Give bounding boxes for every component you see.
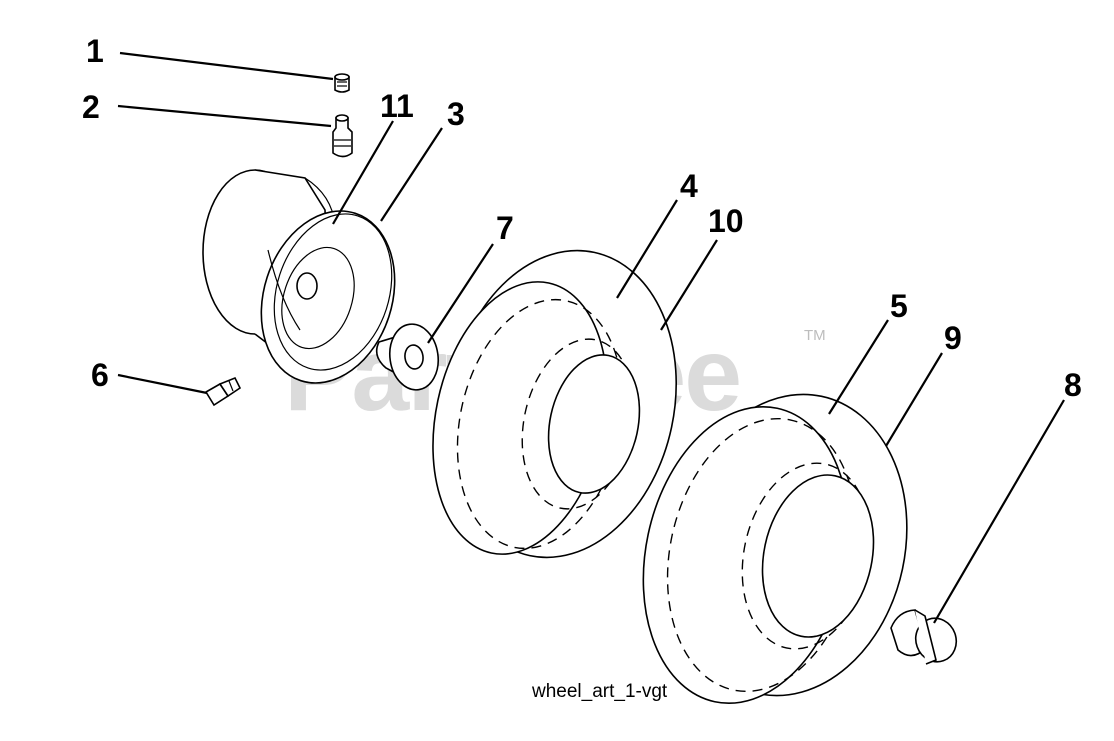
hub-cap-part[interactable]: [890, 609, 962, 668]
leader-lines: [117, 51, 1065, 624]
wheel-rim-part[interactable]: [202, 169, 416, 400]
rear-tire-part[interactable]: [617, 372, 934, 722]
grease-fitting-part[interactable]: [204, 376, 242, 407]
leader-line-5: [828, 319, 889, 415]
bushing-part[interactable]: [375, 321, 443, 393]
callout-9[interactable]: 9: [944, 320, 962, 356]
callout-10[interactable]: 10: [708, 203, 744, 239]
watermark-tm: TM: [804, 327, 826, 344]
callout-11[interactable]: 11: [380, 88, 414, 124]
leader-line-9: [885, 352, 943, 447]
callout-6[interactable]: 6: [91, 357, 109, 393]
leader-line-11: [332, 120, 394, 225]
callout-1[interactable]: 1: [86, 33, 104, 69]
leader-line-2: [117, 104, 332, 128]
callout-8[interactable]: 8: [1064, 367, 1082, 403]
callout-2[interactable]: 2: [82, 89, 100, 125]
leader-line-1: [119, 51, 334, 81]
diagram-caption: wheel_art_1-vgt: [531, 681, 668, 702]
leader-line-6: [117, 373, 208, 395]
callout-7[interactable]: 7: [496, 210, 514, 246]
front-tire-part[interactable]: [409, 229, 704, 579]
leader-line-8: [933, 399, 1065, 624]
callout-3[interactable]: 3: [447, 96, 465, 132]
leader-line-7: [427, 243, 494, 344]
valve-stem-part[interactable]: [332, 114, 353, 158]
leader-line-3: [380, 127, 443, 222]
callout-labels: 1 2 3 4 5 6 7 8 9 10 11: [82, 33, 1082, 403]
valve-cap-part[interactable]: [334, 73, 350, 93]
callout-4[interactable]: 4: [680, 168, 698, 204]
leader-line-10: [660, 239, 718, 331]
callout-5[interactable]: 5: [890, 288, 908, 324]
leader-line-4: [616, 199, 678, 299]
